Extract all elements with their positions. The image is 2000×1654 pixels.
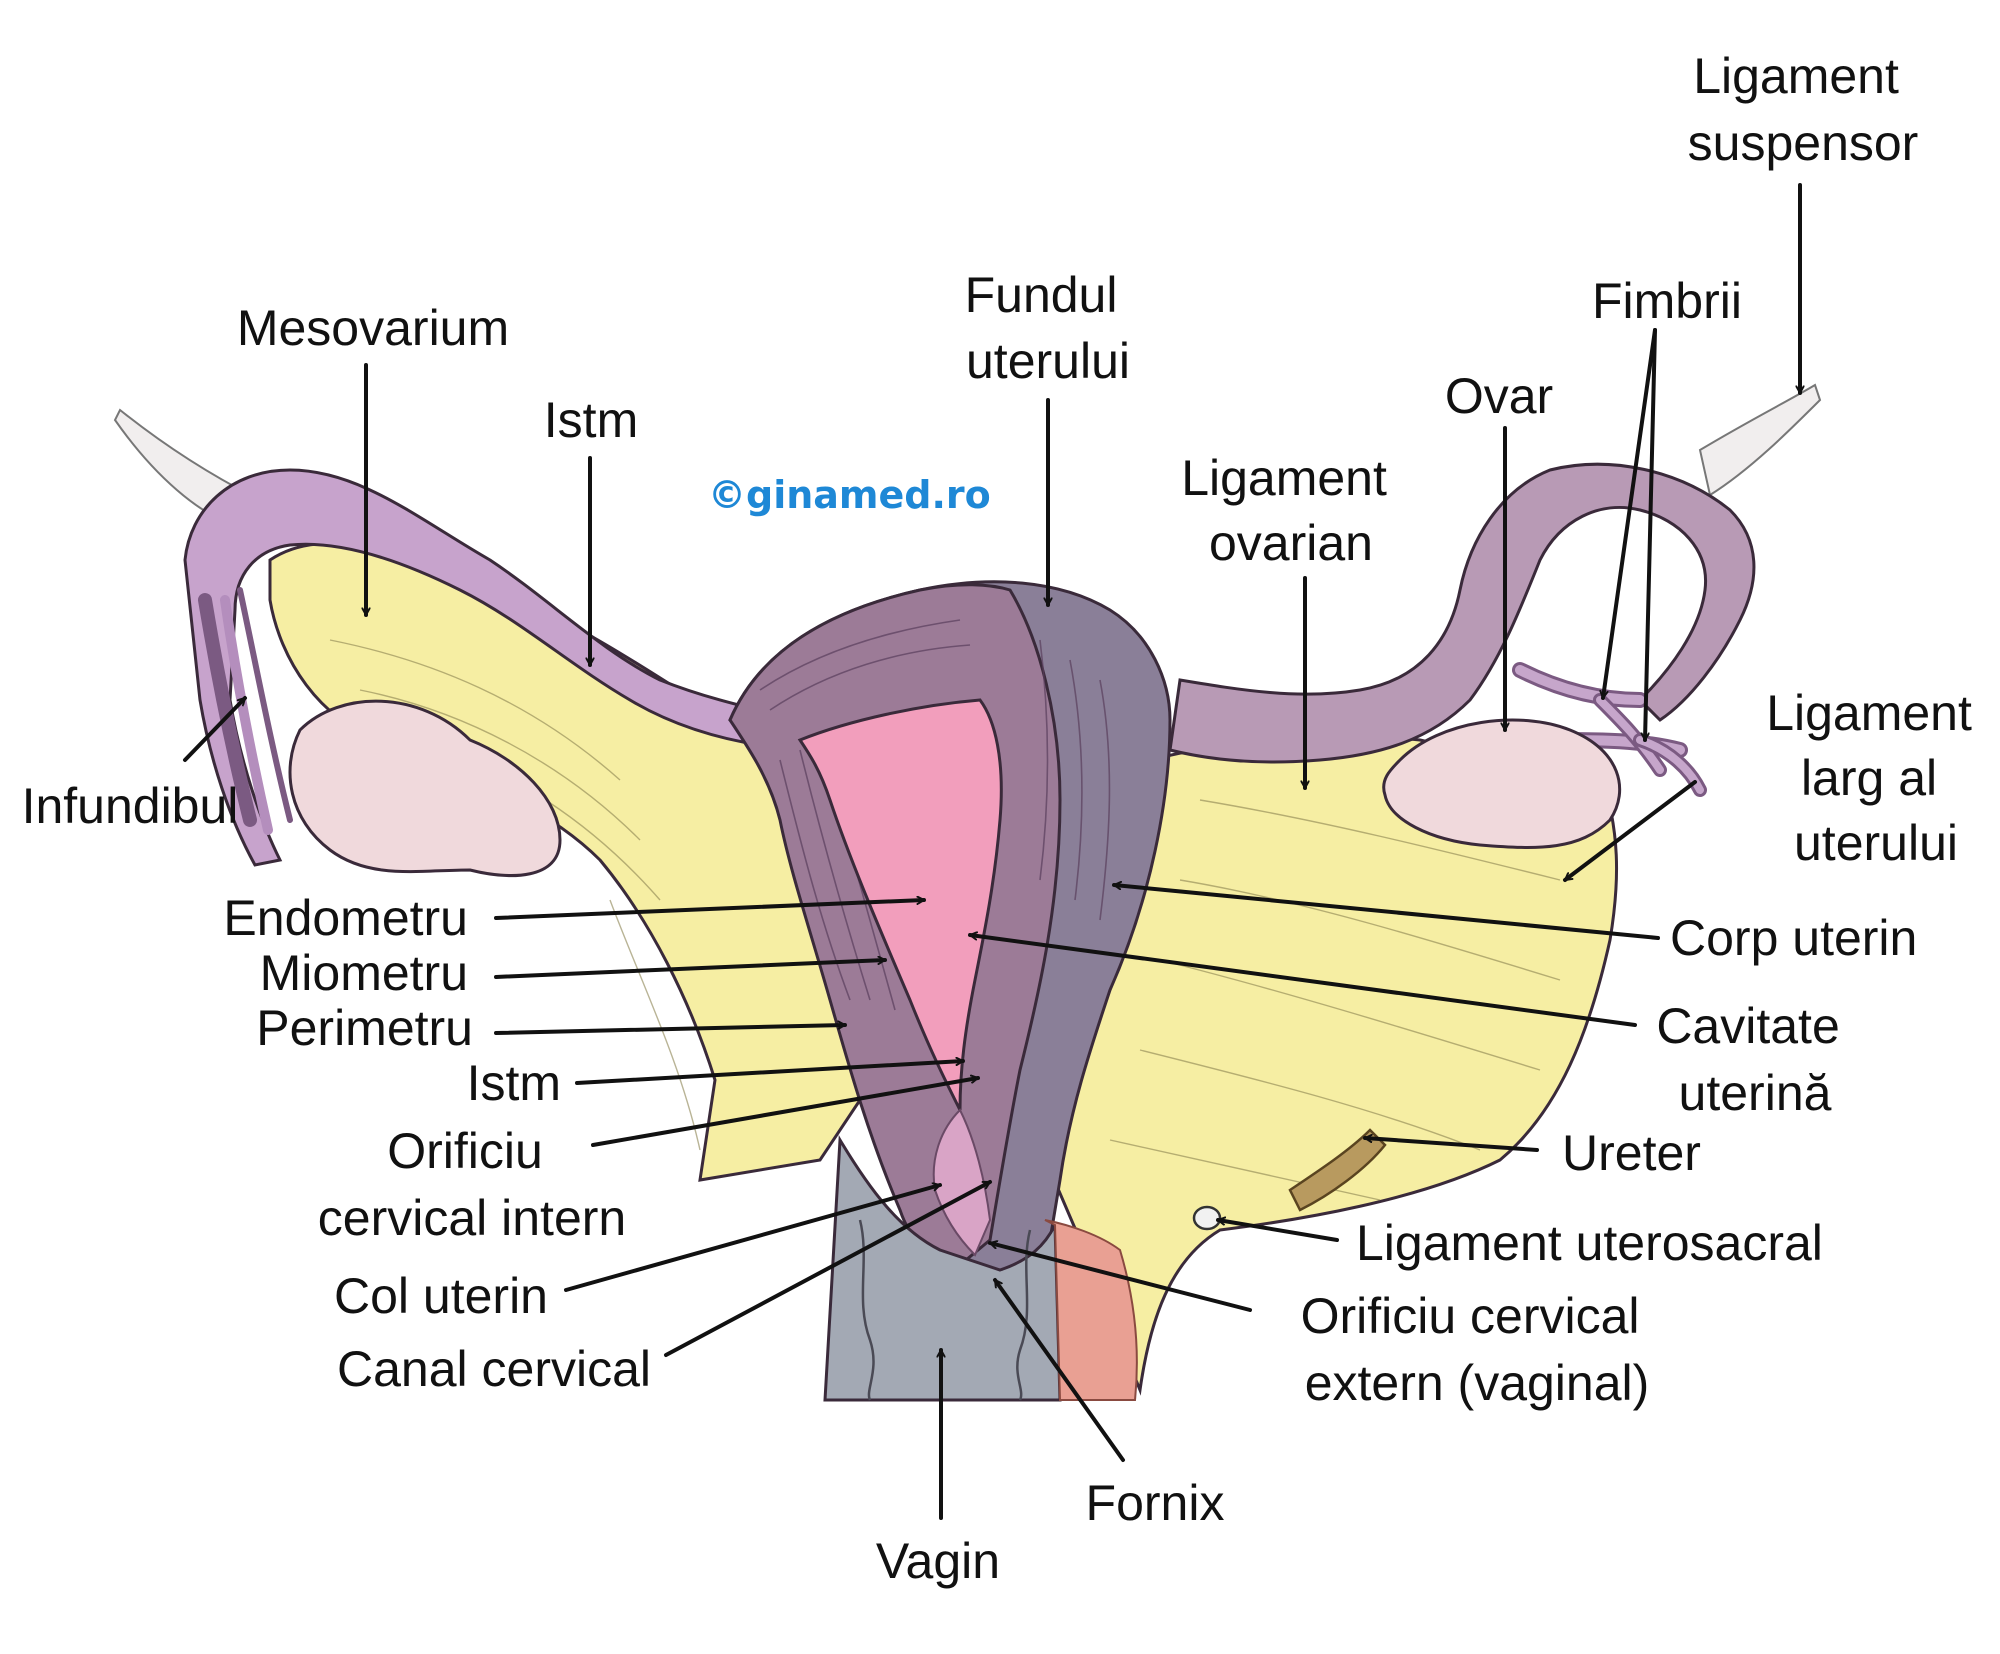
ligament-texture [329, 639, 1561, 1201]
label-ovar: Ovar [1445, 368, 1553, 424]
label-fimbrii: Fimbrii [1592, 273, 1742, 329]
leader-infundibul [183, 696, 247, 762]
label-mesovarium: Mesovarium [237, 300, 509, 356]
label-orificiu-intern-line-1: Orificiu [387, 1123, 543, 1179]
leader-lines [183, 183, 1800, 1520]
label-ligament-uterosacral: Ligament uterosacral [1356, 1215, 1823, 1271]
label-corp-uterin: Corp uterin [1670, 910, 1917, 966]
anatomy-illustration [113, 383, 1822, 1402]
leader-canal-cervical [664, 1180, 992, 1357]
label-canal-cervical: Canal cervical [337, 1341, 651, 1397]
label-fundul-uterului-line-2: uterului [966, 333, 1130, 389]
leader-ligament-larg [1563, 780, 1697, 882]
label-ligament-suspensor-line-1: Ligament [1693, 48, 1899, 104]
label-ligament-larg-line-1: Ligament [1766, 685, 1972, 741]
label-ligament-ovarian-line-1: Ligament [1181, 450, 1387, 506]
label-col-uterin: Col uterin [334, 1268, 548, 1324]
leader-fornix [993, 1278, 1125, 1462]
label-miometru: Miometru [260, 945, 468, 1001]
label-istm-left: Istm [467, 1055, 561, 1111]
leader-cavitate-uterina [968, 935, 1637, 1027]
leader-miometru [494, 960, 887, 979]
suspensory-ligament-right [1698, 383, 1822, 497]
label-fundul-uterului: Fundul uterului [965, 267, 1132, 389]
label-cavitate-uterina-line-2: uterină [1679, 1065, 1832, 1121]
label-ureter: Ureter [1562, 1125, 1701, 1181]
label-ligament-ovarian-line-2: ovarian [1209, 515, 1373, 571]
leader-col-uterin [564, 1185, 942, 1292]
label-fornix: Fornix [1086, 1475, 1225, 1531]
label-istm-top: Istm [544, 392, 638, 448]
ovary-left [288, 699, 562, 878]
leader-ligament-uterosacral [1216, 1220, 1339, 1242]
watermark: ©ginamed.ro [708, 473, 991, 517]
label-fundul-uterului-line-1: Fundul [965, 267, 1118, 323]
label-vagin: Vagin [876, 1533, 1000, 1589]
leader-orificiu-extern [988, 1243, 1252, 1312]
label-infundibul: Infundibul [22, 778, 239, 834]
uterosacral-ligament-node [1192, 1205, 1222, 1231]
label-ligament-larg-line-3: uterului [1794, 815, 1958, 871]
leader-fimbrii-2 [1645, 328, 1657, 742]
label-perimetru: Perimetru [256, 1000, 473, 1056]
leader-corp-uterin [1112, 885, 1660, 940]
label-orificiu-intern-line-2: cervical intern [318, 1190, 626, 1246]
label-orificiu-intern: Orificiu cervical intern [318, 1123, 626, 1246]
leader-ureter [1363, 1138, 1539, 1152]
cervical-canal [932, 1108, 992, 1257]
label-ligament-larg-line-2: larg al [1801, 750, 1937, 806]
label-ligament-suspensor-line-2: suspensor [1688, 115, 1919, 171]
leader-fimbrii-1 [1603, 328, 1657, 700]
leader-istm-left [575, 1061, 965, 1085]
label-ligament-suspensor: Ligament suspensor [1688, 48, 1919, 171]
uterine-cavity [797, 698, 1003, 1111]
ureter [1288, 1128, 1387, 1212]
fallopian-tube-right [1168, 462, 1756, 764]
label-orificiu-extern-line-1: Orificiu cervical [1301, 1288, 1640, 1344]
label-ligament-larg: Ligament larg al uterului [1766, 685, 1986, 871]
leader-endometru [494, 900, 926, 920]
infundibulum-left [198, 587, 293, 835]
label-orificiu-extern-line-2: extern (vaginal) [1305, 1355, 1650, 1411]
label-cavitate-uterina: Cavitate uterină [1656, 998, 1853, 1121]
labels: Ligament suspensor Fundul uterului Fimbr… [22, 48, 1986, 1589]
leader-orificiu-intern [591, 1078, 980, 1147]
vagina [823, 1135, 1062, 1402]
label-ligament-ovarian: Ligament ovarian [1181, 450, 1401, 571]
leader-perimetru [494, 1025, 847, 1035]
label-endometru: Endometru [223, 890, 468, 946]
label-cavitate-uterina-line-1: Cavitate [1656, 998, 1839, 1054]
ovary-right [1382, 718, 1622, 849]
label-orificiu-extern: Orificiu cervical extern (vaginal) [1301, 1288, 1654, 1411]
